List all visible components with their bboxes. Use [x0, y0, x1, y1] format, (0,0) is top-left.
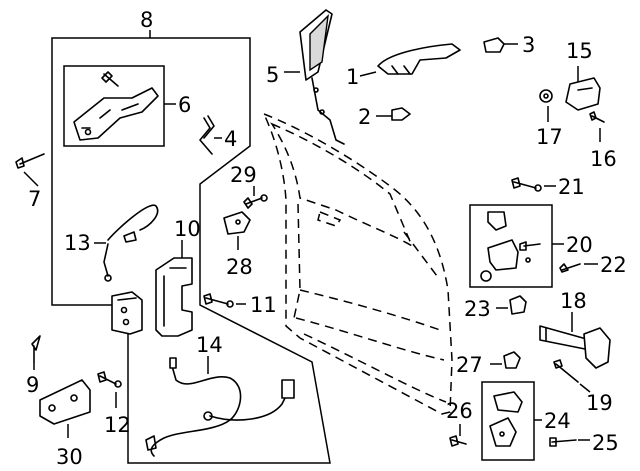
callout-22: 22 [600, 253, 627, 277]
bracket-part-24 [489, 391, 523, 447]
callout-3: 3 [522, 33, 535, 57]
bolt-part-11 [203, 293, 234, 308]
bracket-part-10 [155, 257, 193, 337]
bolt-part-19 [553, 359, 579, 383]
hinge-part-15 [565, 77, 601, 111]
bolt-part-12 [97, 371, 122, 388]
callout-12: 12 [104, 413, 131, 437]
callout-21: 21 [558, 175, 585, 199]
callout-8: 8 [140, 8, 153, 32]
callout-2: 2 [358, 105, 371, 129]
leader-19 [579, 383, 591, 393]
leader-7 [23, 171, 39, 187]
callout-20: 20 [566, 233, 593, 257]
frame-part-5 [299, 9, 345, 145]
lock-actuator-part-6 [73, 71, 159, 141]
clip-part-4 [199, 115, 215, 155]
callout-5: 5 [266, 63, 279, 87]
callout-19: 19 [586, 391, 613, 415]
latch-block [111, 291, 143, 335]
check-bracket-part-20 [480, 211, 541, 282]
harness-part-14 [145, 357, 295, 457]
bolt-part-7 [15, 153, 45, 169]
striker-part-30 [39, 379, 91, 425]
callout-29: 29 [230, 163, 257, 187]
callout-14: 14 [196, 333, 223, 357]
callout-23: 23 [464, 297, 491, 321]
bolt-part-16 [589, 111, 605, 123]
cable-part-13 [103, 204, 159, 282]
callout-13: 13 [64, 231, 91, 255]
callout-24: 24 [544, 409, 571, 433]
bumper-part-27 [503, 351, 521, 369]
callout-27: 27 [456, 353, 483, 377]
callout-9: 9 [26, 373, 39, 397]
button-part-2 [391, 107, 411, 121]
callout-28: 28 [226, 255, 253, 279]
plate-part-28 [223, 211, 251, 235]
cap-part-3 [483, 37, 505, 53]
bolt-part-21 [511, 177, 542, 192]
callout-25: 25 [592, 431, 619, 455]
callout-17: 17 [536, 125, 563, 149]
nut-part-17 [539, 89, 553, 103]
group-8-outline [51, 37, 331, 464]
group-6-box [63, 65, 165, 147]
bolt-part-22 [559, 263, 581, 273]
callout-1: 1 [346, 65, 359, 89]
outside-handle-part-1 [377, 43, 461, 75]
callout-11: 11 [250, 293, 277, 317]
callout-16: 16 [590, 147, 617, 171]
leader-1 [359, 71, 377, 77]
callout-7: 7 [28, 187, 41, 211]
callout-18: 18 [560, 289, 587, 313]
callout-4: 4 [224, 127, 237, 151]
callout-26: 26 [446, 399, 473, 423]
callout-6: 6 [178, 93, 191, 117]
callout-10: 10 [174, 217, 201, 241]
bumper-part-23 [509, 295, 527, 315]
group-20-box [469, 204, 553, 288]
door-check-part-18 [539, 325, 611, 369]
bolt-part-26 [449, 435, 467, 447]
callout-30: 30 [56, 445, 83, 469]
bolt-part-29 [243, 194, 268, 209]
bolt-part-25 [549, 437, 577, 447]
callout-15: 15 [566, 39, 593, 63]
group-24-box [481, 381, 535, 461]
door-shell [262, 112, 453, 415]
bolt-part-9 [31, 335, 41, 363]
